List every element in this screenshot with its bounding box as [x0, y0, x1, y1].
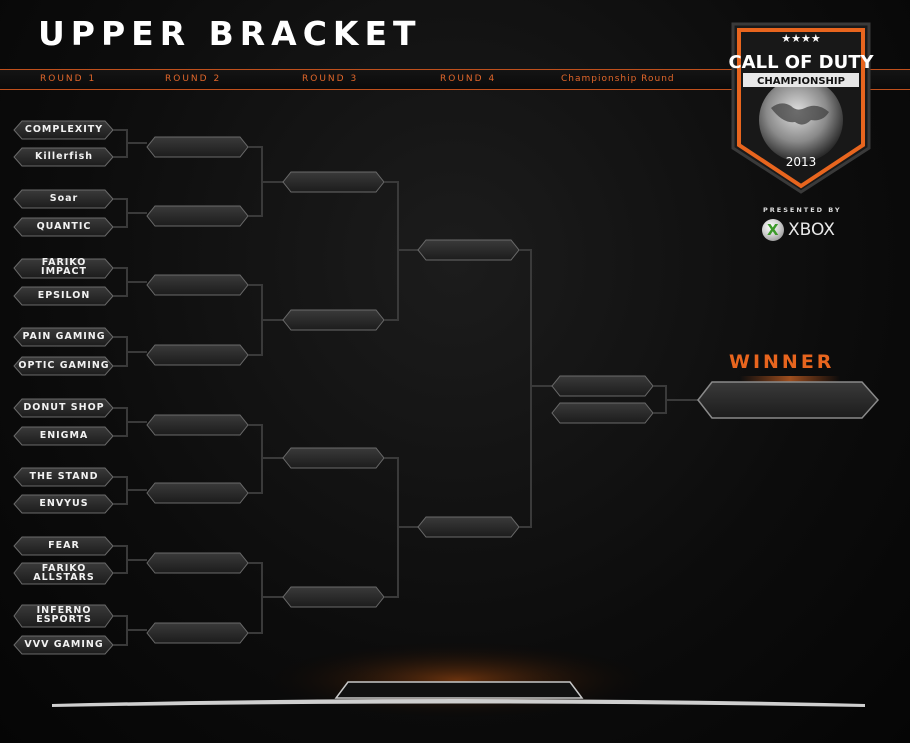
- championship-slots: [551, 375, 654, 424]
- connectors-r1-r2: [113, 129, 147, 646]
- round-4-slots: [417, 239, 520, 538]
- round-label-2: ROUND 2: [165, 74, 222, 84]
- team-label: OPTIC GAMING: [18, 360, 110, 371]
- winner-label: WINNER: [729, 351, 835, 373]
- team-slot: [13, 189, 114, 209]
- team-label: COMPLEXITY: [24, 124, 104, 135]
- logo-stars: ★★★★: [781, 32, 821, 45]
- team-label: ENIGMA: [39, 430, 89, 441]
- connectors-r4-final: [519, 249, 552, 528]
- team-label: INFERNO ESPORTS: [36, 605, 92, 625]
- round-header-bar: ROUND 1 ROUND 2 ROUND 3 ROUND 4 Champion…: [0, 69, 910, 90]
- connectors-r2-r3: [248, 146, 283, 634]
- team-slot: [13, 217, 114, 237]
- connectors-r3-r4: [384, 181, 418, 598]
- team-slot: [13, 604, 114, 628]
- logo-title: CALL OF DUTY: [728, 52, 874, 73]
- team-slot: [13, 258, 114, 279]
- logo-year: 2013: [786, 155, 817, 169]
- team-label: ENVYUS: [39, 498, 89, 509]
- xbox-sponsor: XBOX: [762, 219, 835, 241]
- team-label: DONUT SHOP: [23, 402, 105, 413]
- team-slot: [13, 467, 114, 487]
- xbox-wordmark: XBOX: [788, 220, 835, 240]
- team-label: QUANTIC: [36, 221, 92, 232]
- team-label: Soar: [49, 193, 79, 204]
- round-label-3: ROUND 3: [302, 74, 359, 84]
- team-label: VVV GAMING: [24, 639, 104, 650]
- team-label: PAIN GAMING: [22, 331, 106, 342]
- winner-slot: [697, 376, 880, 419]
- team-slot: [13, 398, 114, 418]
- round-2-slots: [146, 136, 249, 644]
- page-title: UPPER BRACKET: [38, 14, 422, 53]
- team-label: Killerfish: [34, 151, 94, 162]
- team-slot: [13, 562, 114, 585]
- round-label-4: ROUND 4: [440, 74, 497, 84]
- team-label: FARIKO IMPACT: [41, 257, 87, 277]
- team-slot: [13, 536, 114, 556]
- presented-by-label: PRESENTED BY: [763, 206, 842, 214]
- team-label: THE STAND: [29, 471, 99, 482]
- logo-subtitle: CHAMPIONSHIP: [757, 76, 845, 87]
- round-3-slots: [282, 171, 385, 608]
- team-label: EPSILON: [37, 290, 91, 301]
- team-label: FARIKO ALLSTARS: [33, 563, 95, 583]
- team-slot: [13, 494, 114, 514]
- connectors-final-winner: [653, 385, 698, 414]
- team-slot: [13, 327, 114, 347]
- round-label-championship: Championship Round: [561, 74, 675, 84]
- round-label-1: ROUND 1: [40, 74, 97, 84]
- team-slot: [13, 356, 114, 376]
- team-slot: [13, 120, 114, 140]
- team-slot: [13, 286, 114, 306]
- team-slot: [13, 147, 114, 167]
- team-label: FEAR: [48, 540, 80, 551]
- cod-championship-logo: ★★★★ CALL OF DUTY CHAMPIONSHIP 2013: [728, 22, 875, 194]
- xbox-logo-icon: [762, 219, 784, 241]
- round-1-slots: [13, 120, 114, 655]
- team-slot: [13, 426, 114, 446]
- stage-platform: [52, 640, 865, 720]
- team-slot: [13, 635, 114, 655]
